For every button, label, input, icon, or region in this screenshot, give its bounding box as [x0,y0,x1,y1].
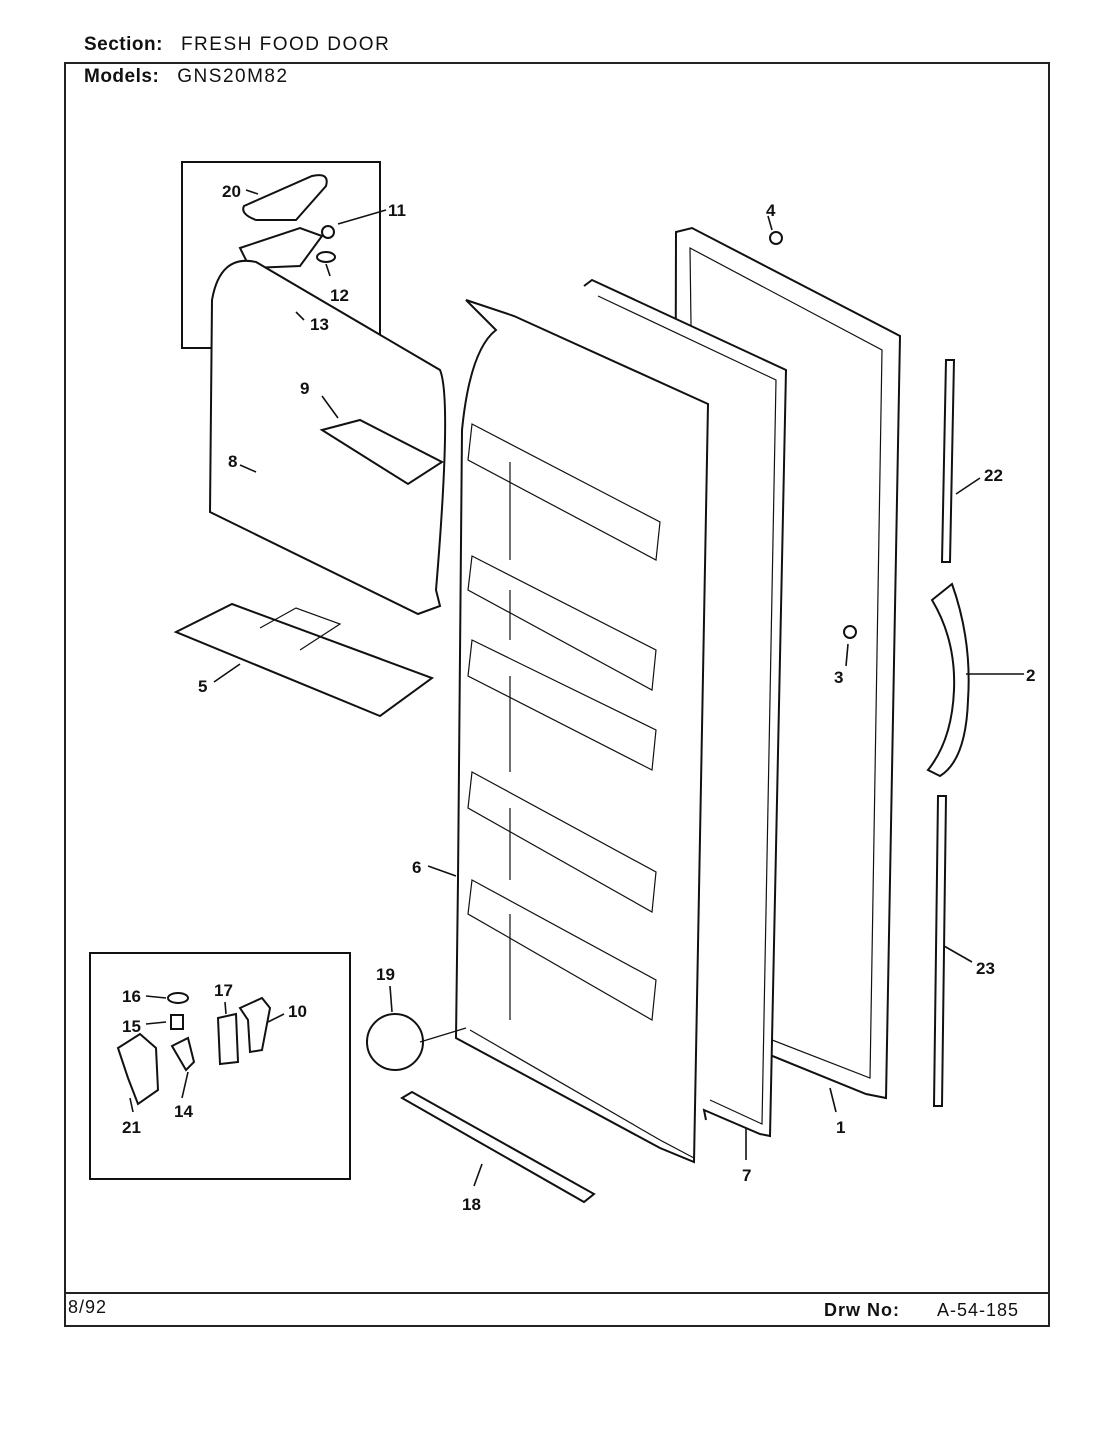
bushing-part-15 [170,1014,184,1030]
handle-trim-part-22 [940,359,956,563]
washer-part-16 [167,992,189,1004]
callout-9: 9 [300,379,309,398]
callout-19: 19 [376,965,395,984]
callout-22: 22 [984,466,1003,485]
callout-17: 17 [214,981,233,1000]
bottom-hinge-inset [89,952,351,1180]
models-value: GNS20M82 [177,66,289,87]
callout-20: 20 [222,182,241,201]
drawing-date: 8/92 [68,1297,108,1317]
drawing-frame [64,62,1050,1327]
callout-7: 7 [742,1166,751,1185]
drawing-number-label: Drw No: [824,1300,900,1320]
callout-1: 1 [836,1118,845,1137]
callout-21: 21 [122,1118,141,1137]
callout-5: 5 [198,677,207,696]
section-value: FRESH FOOD DOOR [180,34,391,55]
section-label: Section: [84,34,163,55]
callout-16: 16 [122,987,141,1006]
hinge-cover-part-20 [242,174,328,221]
callout-3: 3 [834,668,843,687]
callout-2: 2 [1026,666,1035,685]
drawing-number: A-54-185 [937,1300,1020,1320]
bracket-part-10 [238,996,272,1054]
handle-trim-part-23 [932,795,948,1107]
callout-15: 15 [122,1017,141,1036]
callout-14: 14 [174,1102,193,1121]
door-liner-part-6 [454,299,710,1164]
callout-23: 23 [976,959,995,978]
models-heading: Models: GNS20M82 [84,66,289,88]
plate-part-17 [216,1012,240,1066]
hinge-pin-part-11 [321,225,335,239]
callout-8: 8 [228,452,237,471]
washer-part-12 [316,251,336,263]
callout-18: 18 [462,1195,481,1214]
callout-10: 10 [288,1002,307,1021]
egg-tray-part-5 [173,602,435,718]
footer-divider [64,1292,1050,1294]
models-label: Models: [84,66,160,87]
callout-11: 11 [388,201,406,220]
callout-12: 12 [330,286,349,305]
callout-13: 13 [310,315,329,334]
plug-part-3 [843,625,857,639]
cover-part-21 [116,1032,160,1106]
hinge-part-14 [170,1036,196,1072]
trim-part-9 [319,418,444,486]
callout-6: 6 [412,858,421,877]
section-heading: Section: FRESH FOOD DOOR [84,34,390,56]
bottom-trim-part-18 [400,1090,596,1204]
door-handle-part-2 [926,582,970,778]
callout-4: 4 [766,201,776,220]
screw-part-4 [769,231,783,245]
clip-part-19 [366,1013,424,1071]
dairy-door-part-8 [208,259,447,616]
